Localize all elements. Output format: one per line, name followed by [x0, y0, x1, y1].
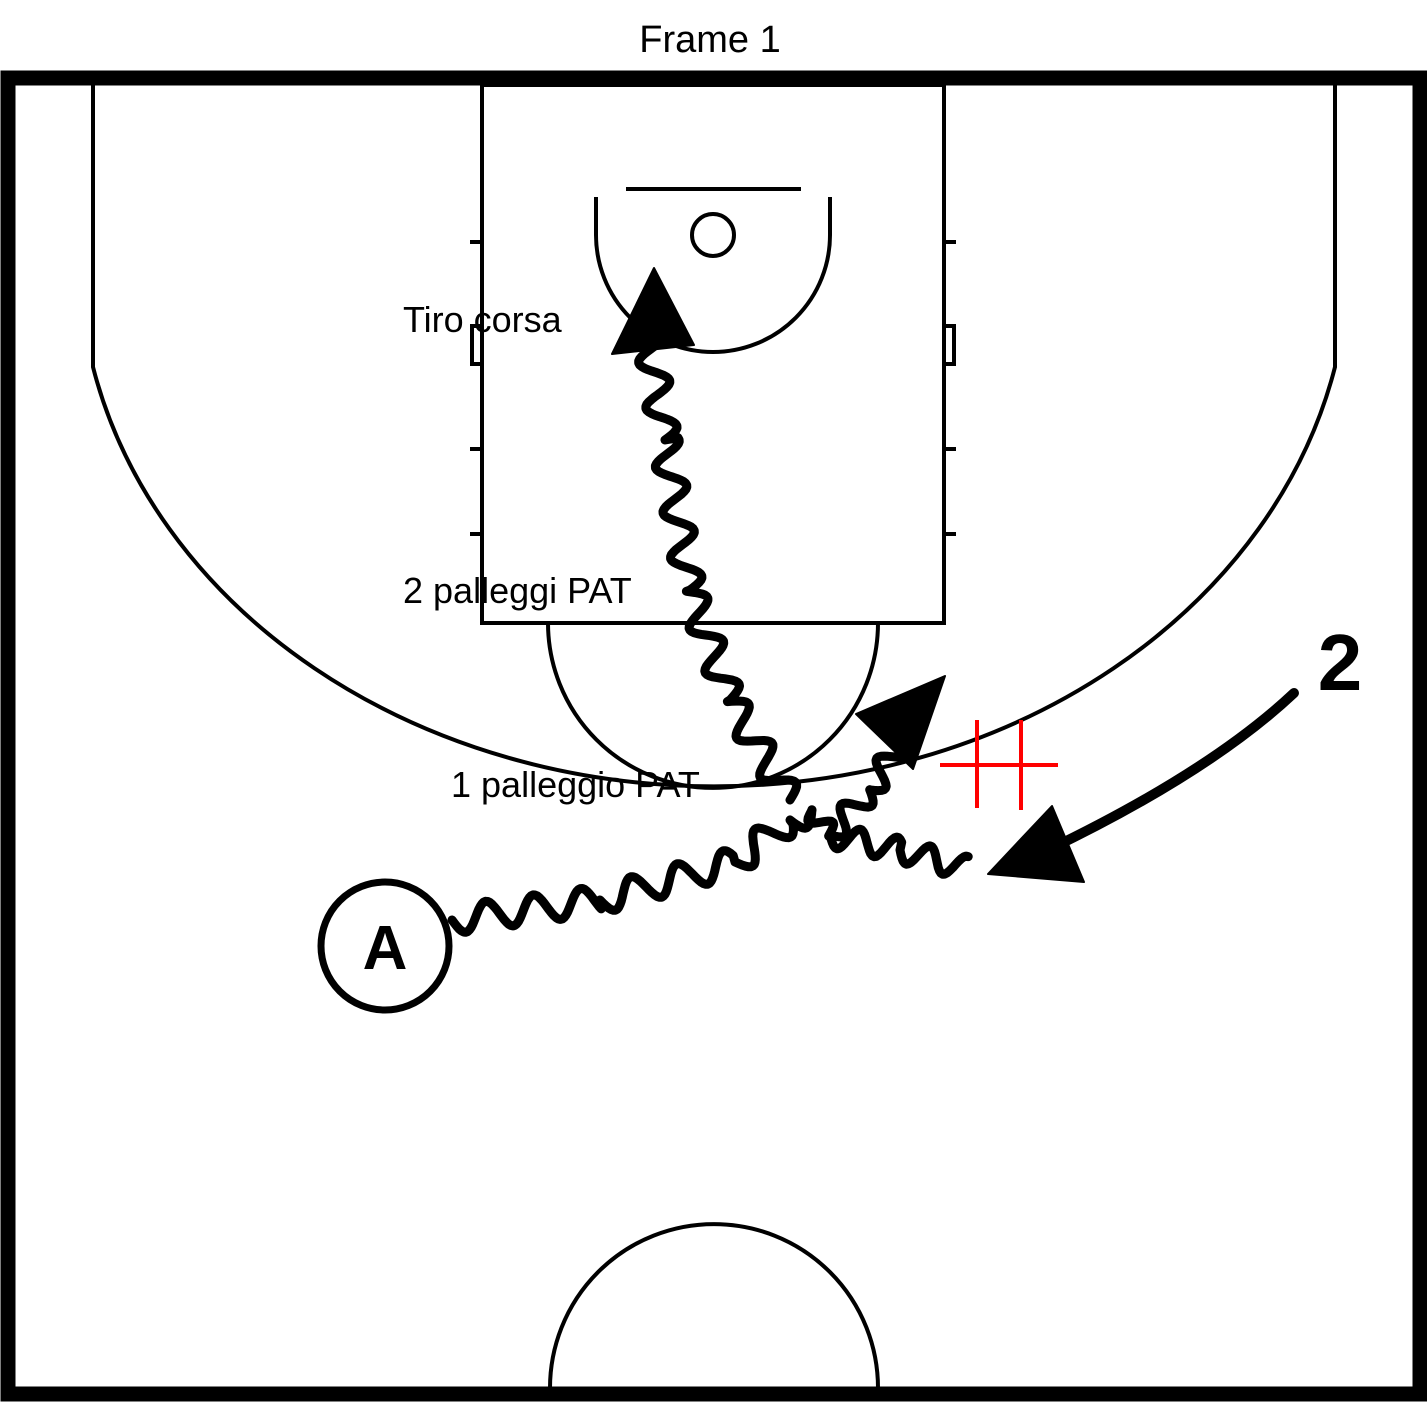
shot-arrowhead: [611, 267, 695, 355]
player-a-label: A: [363, 914, 408, 983]
dribble-path-to-elbow: [447, 805, 817, 937]
restricted-area-arc: [594, 197, 832, 354]
cone-marker: [940, 720, 1058, 810]
court-boundary: [0, 70, 1427, 1402]
player-a: A: [317, 878, 453, 1014]
half-court: [0, 70, 1427, 1402]
dribble-path-change: [803, 805, 839, 841]
player-2-label: 2: [1318, 618, 1363, 707]
dribble-paths: [447, 339, 973, 937]
frame-title: Frame 1: [639, 19, 780, 61]
lane-hash-marks: [470, 240, 956, 536]
basket-hoop: [690, 212, 736, 258]
dribble-arrowhead: [855, 675, 946, 770]
player-a-circle: [317, 878, 453, 1014]
free-throw-circle: [546, 622, 880, 790]
one-dribble-annotation: 1 palleggio PAT: [451, 764, 700, 805]
pass-arrow-line: [1043, 688, 1299, 855]
pass-arrowhead: [987, 805, 1085, 883]
two-dribbles-annotation: 2 palleggi PAT: [403, 570, 632, 611]
center-circle: [548, 1222, 880, 1389]
dribble-path-toward-cone: [825, 745, 913, 842]
shot-annotation: Tiro corsa: [403, 299, 563, 340]
dribble-path-to-basket: [634, 339, 973, 879]
